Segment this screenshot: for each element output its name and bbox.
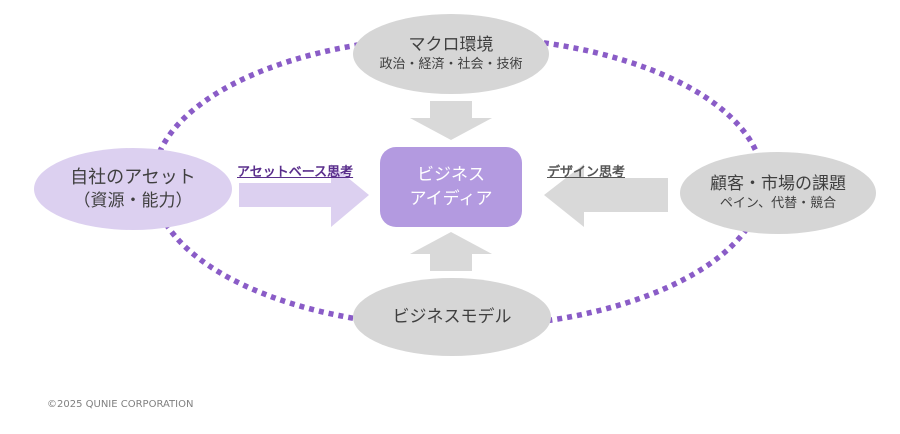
copyright-text: ©2025 QUNIE CORPORATION xyxy=(47,399,194,410)
macro-environment-subtitle: 政治・経済・社会・技術 xyxy=(379,57,523,72)
arrow-from-right xyxy=(544,164,668,227)
customer-issues-subtitle: ペイン、代替・競合 xyxy=(719,196,837,211)
own-assets-subtitle: （資源・能力） xyxy=(73,191,193,211)
macro-environment-node: マクロ環境 政治・経済・社会・技術 xyxy=(353,14,549,94)
own-assets-node: 自社のアセット （資源・能力） xyxy=(34,148,232,230)
own-assets-title: 自社のアセット xyxy=(70,167,196,188)
customer-issues-title: 顧客・市場の課題 xyxy=(710,174,846,194)
customer-issues-node: 顧客・市場の課題 ペイン、代替・競合 xyxy=(680,152,876,234)
business-model-title: ビジネスモデル xyxy=(392,307,512,327)
business-idea-line2: アイディア xyxy=(409,189,493,209)
business-idea-box: ビジネス アイディア xyxy=(380,147,522,227)
arrow-from-bottom xyxy=(410,232,492,271)
design-thinking-label: デザイン思考 xyxy=(547,165,626,180)
macro-environment-title: マクロ環境 xyxy=(408,35,494,55)
asset-based-thinking-label: アセットベース思考 xyxy=(237,165,354,180)
arrow-from-left xyxy=(239,164,369,227)
arrow-from-top xyxy=(410,101,492,140)
business-model-node: ビジネスモデル xyxy=(353,278,551,356)
business-idea-line1: ビジネス xyxy=(417,165,485,185)
